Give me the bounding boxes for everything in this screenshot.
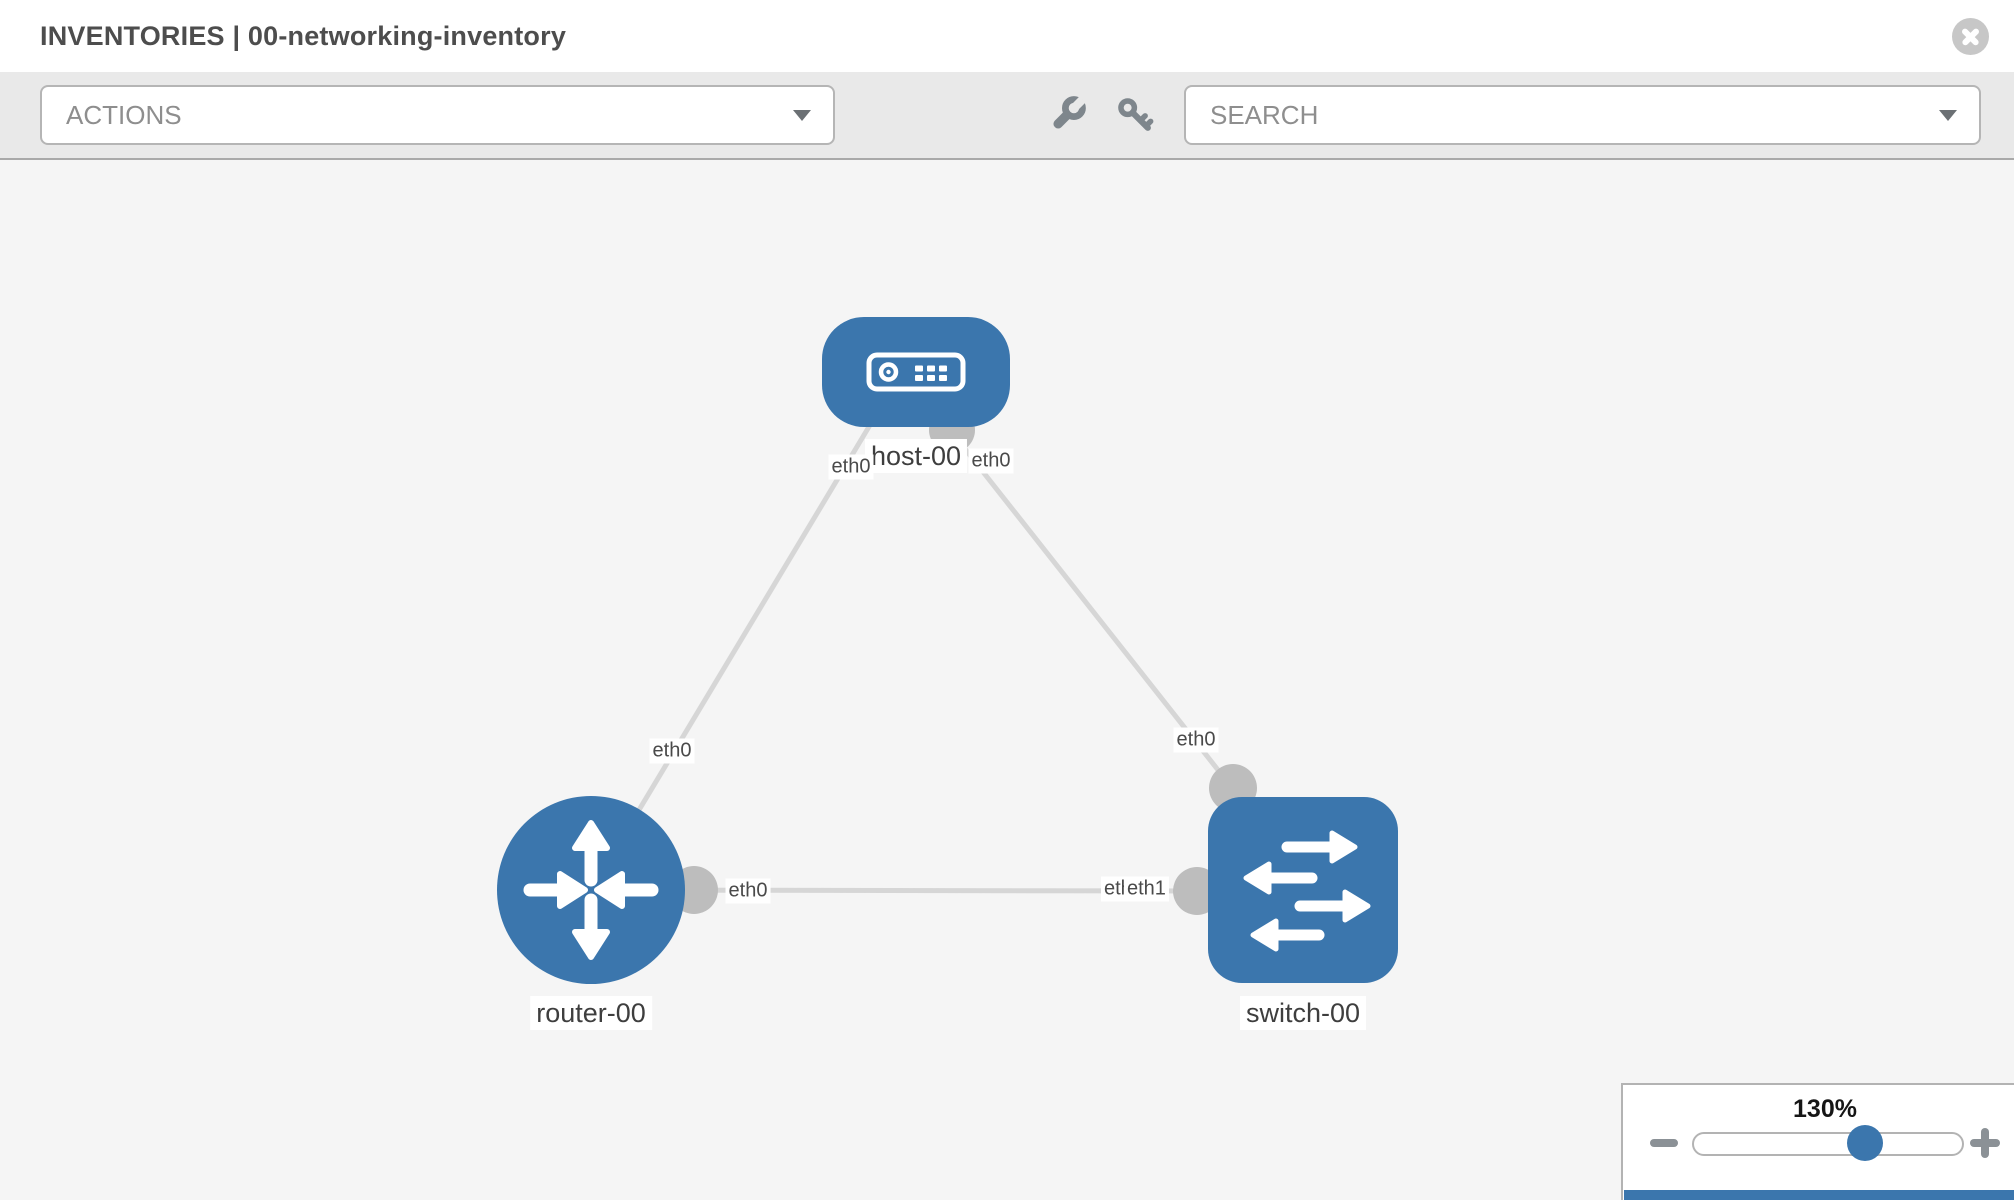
- actions-dropdown[interactable]: ACTIONS: [40, 85, 835, 145]
- search-dropdown-label: SEARCH: [1210, 99, 1319, 130]
- zoom-level-value: 130%: [1793, 1095, 1857, 1123]
- node-router-00[interactable]: [497, 796, 685, 984]
- interface-label-switch-eth1: eth1: [1124, 876, 1169, 902]
- interface-label-switch-uplink: eth0: [1173, 727, 1219, 753]
- zoom-slider-track[interactable]: [1692, 1132, 1964, 1156]
- wrench-button[interactable]: [1045, 93, 1089, 137]
- topology-canvas[interactable]: host-00 router-00 switch-00 eth0 eth0 et…: [0, 160, 2014, 1200]
- chevron-down-icon: [1939, 109, 1957, 121]
- page-title: INVENTORIES | 00-networking-inventory: [40, 20, 567, 51]
- key-icon: [1118, 98, 1154, 131]
- links-layer: [588, 407, 1257, 915]
- node-switch-00[interactable]: [1208, 797, 1398, 983]
- search-dropdown[interactable]: SEARCH: [1184, 85, 1981, 145]
- wrench-icon: [1053, 96, 1086, 129]
- zoom-in-button[interactable]: [1970, 1128, 2000, 1158]
- zoom-slider-thumb[interactable]: [1847, 1125, 1883, 1161]
- node-host-00[interactable]: [822, 317, 1010, 427]
- switch-icon: [1243, 830, 1371, 952]
- actions-dropdown-label: ACTIONS: [66, 99, 182, 130]
- interface-label-host-right: eth0: [968, 448, 1014, 474]
- close-button[interactable]: [1952, 17, 1989, 55]
- key-button[interactable]: [1113, 93, 1157, 137]
- node-label-host: host-00: [864, 439, 968, 473]
- chevron-down-icon: [793, 109, 811, 121]
- zoom-panel: 130%: [1621, 1083, 2014, 1200]
- node-label-router: router-00: [530, 996, 652, 1030]
- node-label-switch: switch-00: [1239, 996, 1367, 1030]
- interface-label-router-eth0: eth0: [725, 878, 771, 904]
- interface-label-host-left: eth0: [828, 454, 874, 480]
- host-icon: [866, 352, 966, 392]
- router-icon: [523, 820, 659, 960]
- key-panel-bar[interactable]: [1624, 1190, 2014, 1200]
- interface-label-router-uplink: eth0: [649, 738, 695, 764]
- header: INVENTORIES | 00-networking-inventory: [0, 0, 2014, 72]
- zoom-out-button[interactable]: [1650, 1139, 1678, 1147]
- toolbar: ACTIONS SEARCH: [0, 72, 2014, 160]
